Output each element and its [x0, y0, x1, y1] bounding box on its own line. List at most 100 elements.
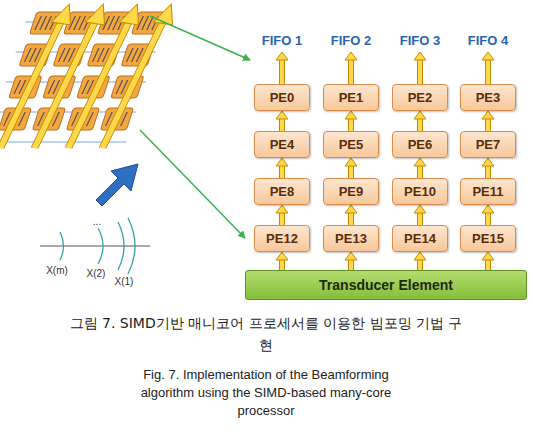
data-arrow-head	[118, 4, 145, 25]
processing-element: PE6	[392, 131, 448, 158]
node-label: Transducer Element	[319, 277, 453, 293]
node-label: PE6	[408, 137, 433, 152]
arrow-head	[482, 111, 494, 119]
processing-element: PE12	[254, 225, 310, 252]
fifo-label: FIFO 1	[262, 33, 302, 48]
data-arrow	[1, 18, 63, 148]
data-arrow	[103, 18, 165, 148]
data-flow-arrow	[276, 205, 288, 225]
wave	[118, 222, 124, 270]
processing-element: PE14	[392, 225, 448, 252]
caption: 그림 7. SIMD기반 매니코어 프로세서를 이용한 빔포밍 기법 구현	[66, 312, 466, 356]
fifo-label: FIFO 2	[331, 33, 371, 48]
data-flow-arrow	[276, 252, 288, 270]
data-arrow-outline	[1, 18, 63, 148]
data-arrow-head	[50, 4, 77, 25]
fifo-arrows	[276, 52, 494, 84]
leader-line	[150, 16, 250, 60]
node-label: PE9	[339, 184, 364, 199]
processor-array-illustration	[0, 4, 179, 148]
processing-element: PE13	[323, 225, 379, 252]
data-arrow-head	[152, 4, 179, 25]
data-arrow-head	[84, 4, 111, 25]
processing-element: PE1	[323, 84, 379, 111]
tile-array	[0, 4, 179, 148]
fifo-arrow	[485, 58, 491, 84]
processing-element: PE15	[460, 225, 516, 252]
fifo-label: FIFO 4	[468, 33, 508, 48]
fifo-arrow	[486, 58, 490, 84]
data-flow-arrow	[345, 111, 357, 131]
processing-element: PE0	[254, 84, 310, 111]
node-label: PE3	[476, 90, 501, 105]
processing-element: PE2	[392, 84, 448, 111]
data-arrow	[35, 18, 97, 148]
data-arrow-outline	[69, 18, 131, 148]
data-flow-arrow	[276, 158, 288, 178]
wave	[128, 218, 135, 274]
processing-element: PE10	[392, 178, 448, 205]
data-flow-arrow	[482, 205, 494, 225]
arrow-head	[276, 158, 288, 166]
node-label: PE0	[270, 90, 295, 105]
data-flow-arrow	[414, 111, 426, 131]
arrow-head	[414, 252, 426, 260]
arrow-head	[482, 158, 494, 166]
processing-element: PE3	[460, 84, 516, 111]
signal-label: X(2)	[87, 268, 106, 279]
node-label: PE7	[476, 137, 501, 152]
fifo-arrow-head	[414, 52, 426, 60]
node-label: PE15	[472, 231, 504, 246]
arrow-head	[345, 158, 357, 166]
data-arrow	[69, 18, 131, 148]
arrow-head	[276, 111, 288, 119]
fifo-arrow	[279, 58, 285, 84]
fifo-arrow	[418, 58, 422, 84]
wave	[60, 232, 64, 260]
signal-label: X(m)	[46, 265, 68, 276]
array-line	[40, 246, 150, 247]
fifo-arrow	[417, 58, 423, 84]
node-label: PE11	[472, 184, 503, 199]
signal-label: X(1)	[115, 276, 134, 287]
arrow-head	[276, 205, 288, 213]
arrow-head	[414, 205, 426, 213]
node-label: PE5	[339, 137, 364, 152]
processing-element: PE9	[323, 178, 379, 205]
data-flow-arrow	[345, 205, 357, 225]
data-arrow-outline	[103, 18, 165, 148]
processing-element: PE5	[323, 131, 379, 158]
leader-line	[140, 130, 245, 238]
data-flow-arrow	[345, 252, 357, 270]
direction-arrow	[96, 164, 138, 206]
processing-element: PE4	[254, 131, 310, 158]
fifo-arrow	[280, 58, 284, 84]
data-arrow-outline	[35, 18, 97, 148]
fifo-arrow-head	[276, 52, 288, 60]
data-flow-arrow	[414, 158, 426, 178]
node-label: PE8	[270, 184, 295, 199]
transducer-bar: Transducer Element	[245, 270, 527, 300]
wave	[98, 228, 103, 264]
data-flow-arrow	[414, 205, 426, 225]
fifo-arrow	[348, 58, 354, 84]
caption-english: Fig. 7. Implementation of the Beamformin…	[116, 366, 416, 420]
arrow-head	[345, 111, 357, 119]
arrow-head	[414, 111, 426, 119]
arrow-head	[276, 252, 288, 260]
data-flow-arrow	[345, 158, 357, 178]
node-label: PE1	[339, 90, 364, 105]
arrow-head	[482, 252, 494, 260]
node-label: PE10	[404, 184, 436, 199]
arrow-head	[414, 158, 426, 166]
node-label: PE4	[270, 137, 295, 152]
arrow-head	[345, 205, 357, 213]
fifo-arrow-head	[345, 52, 357, 60]
processing-element: PE11	[460, 178, 516, 205]
node-label: PE12	[266, 231, 298, 246]
fifo-arrow	[349, 58, 353, 84]
data-flow-arrow	[414, 252, 426, 270]
ellipsis: ...	[93, 216, 101, 227]
fifo-arrow-head	[482, 52, 494, 60]
data-flow-arrow	[482, 158, 494, 178]
